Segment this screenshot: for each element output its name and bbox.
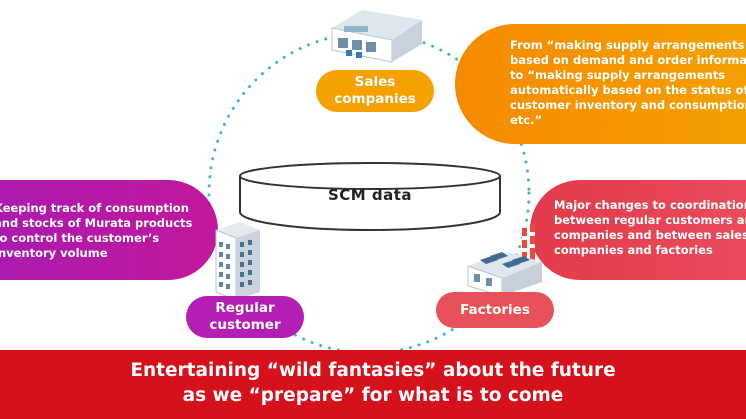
regular-customer-node: Regular customer: [186, 296, 304, 338]
bubble-line: automatically based on the status of: [510, 83, 746, 97]
bubble-line: between regular customers and sales: [554, 213, 746, 227]
bubble-line: to control the customer’s: [0, 231, 160, 245]
node-label: companies: [334, 91, 416, 107]
node-label: Regular: [215, 300, 275, 316]
database-icon: [239, 162, 501, 231]
bubble-line: companies and factories: [554, 243, 713, 257]
bubble-line: and stocks of Murata products: [0, 216, 193, 230]
node-label: Factories: [460, 301, 530, 318]
footer-line: as we “prepare” for what is to come: [182, 385, 564, 406]
sales-companies-node: Sales companies: [316, 70, 434, 112]
sales-description-bubble: From “making supply arrangements based o…: [455, 24, 746, 144]
bubble-line: based on demand and order information”: [510, 53, 746, 67]
footer-banner: Entertaining “wild fantasies” about the …: [0, 350, 746, 419]
bubble-line: to “making supply arrangements: [510, 68, 726, 82]
factories-description-bubble: Major changes to coordination tasks betw…: [530, 180, 746, 280]
factory-icon: [467, 224, 542, 297]
node-label: Sales: [354, 74, 396, 90]
bubble-line: From “making supply arrangements: [510, 38, 745, 52]
scm-data-label: SCM data: [327, 186, 413, 204]
footer-line: Entertaining “wild fantasies” about the …: [130, 360, 616, 381]
regular-customer-description-bubble: Keeping track of consumption and stocks …: [0, 180, 218, 280]
bubble-line: companies and between sales: [554, 228, 746, 242]
bubble-line: inventory volume: [0, 246, 108, 260]
node-label: customer: [209, 317, 281, 333]
bubble-line: customer inventory and consumption,: [510, 98, 746, 112]
bubble-line: Major changes to coordination tasks: [554, 198, 746, 212]
bubble-line: Keeping track of consumption: [0, 201, 189, 215]
building-icon: [215, 222, 260, 301]
bubble-line: etc.”: [510, 113, 543, 127]
warehouse-icon: [331, 10, 422, 63]
factories-node: Factories: [436, 292, 554, 328]
